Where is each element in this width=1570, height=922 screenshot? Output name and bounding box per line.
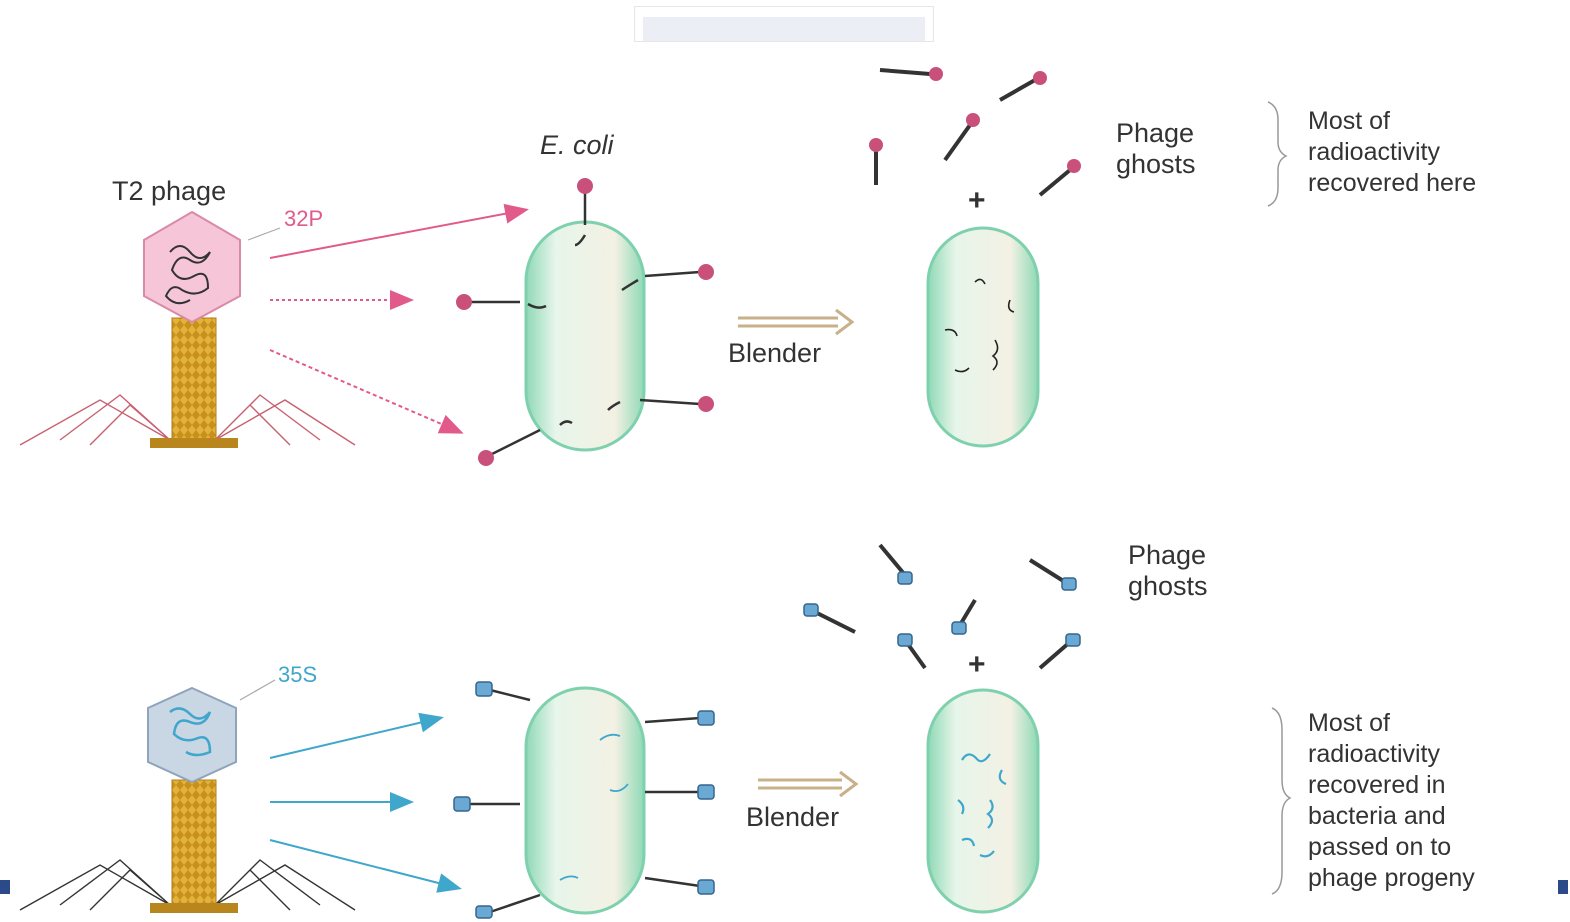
phage-baseplate-bottom	[150, 903, 238, 913]
ghosts-label-top: Phage ghosts	[1116, 118, 1196, 180]
arrow-bottom-1	[270, 718, 440, 758]
ecoli-infected-bottom	[454, 682, 714, 918]
ecoli-label: E. coli	[540, 130, 614, 161]
ghosts-label-top-line1: Phage	[1116, 118, 1196, 149]
note-bottom-line: radioactivity	[1308, 739, 1475, 770]
plus-top: +	[968, 184, 986, 218]
t2-phage-top	[20, 212, 355, 448]
note-bottom-line: Most of	[1308, 708, 1475, 739]
slide-corner-mark-right	[1558, 880, 1568, 894]
arrow-bottom-3	[270, 840, 458, 888]
ecoli-cell-after-bottom	[928, 690, 1038, 912]
phage-tail-top	[172, 318, 216, 440]
isotope-label-top: 32P	[284, 206, 323, 232]
blender-arrow-bottom	[758, 772, 856, 796]
note-bottom-line: bacteria and	[1308, 801, 1475, 832]
ghosts-label-top-line2: ghosts	[1116, 149, 1196, 180]
ghosts-label-bottom: Phage ghosts	[1128, 540, 1208, 602]
t2-phage-label: T2 phage	[112, 176, 226, 207]
note-bottom: Most of radioactivity recovered in bacte…	[1308, 708, 1475, 894]
ghosts-label-bottom-line1: Phage	[1128, 540, 1208, 571]
ecoli-after-bottom	[928, 690, 1038, 912]
phage-ghosts-top	[869, 67, 1081, 195]
arrow-top-3	[270, 350, 460, 432]
ecoli-cell-after-top	[928, 228, 1038, 446]
isotope-pointer-top	[248, 228, 280, 240]
ecoli-infected-top	[456, 178, 714, 466]
blender-label-bottom: Blender	[746, 802, 839, 833]
phage-baseplate-top	[150, 438, 238, 448]
phage-tail-bottom	[172, 780, 216, 905]
note-top: Most of radioactivity recovered here	[1308, 106, 1476, 199]
ghosts-label-bottom-line2: ghosts	[1128, 571, 1208, 602]
infection-arrows-top	[248, 210, 525, 432]
note-bottom-line: passed on to	[1308, 832, 1475, 863]
phage-head-bottom	[148, 688, 236, 782]
ecoli-cell-top	[526, 222, 644, 450]
infection-arrows-bottom	[240, 680, 458, 888]
note-top-line: recovered here	[1308, 168, 1476, 199]
plus-bottom: +	[968, 648, 986, 682]
note-bottom-line: recovered in	[1308, 770, 1475, 801]
ecoli-after-top	[928, 228, 1038, 446]
phage-ghosts-bottom	[804, 545, 1080, 668]
note-top-line: radioactivity	[1308, 137, 1476, 168]
blender-label-top: Blender	[728, 338, 821, 369]
note-bottom-line: phage progeny	[1308, 863, 1475, 894]
bracket-top	[1268, 102, 1286, 206]
blender-arrow-top	[738, 310, 852, 334]
slide-corner-mark-left	[0, 880, 10, 894]
bracket-bottom	[1272, 708, 1290, 894]
note-top-line: Most of	[1308, 106, 1476, 137]
isotope-label-bottom: 35S	[278, 662, 317, 688]
ecoli-cell-bottom	[526, 688, 644, 913]
t2-phage-bottom	[20, 688, 355, 913]
isotope-pointer-bottom	[240, 680, 275, 700]
phage-head-top	[144, 212, 240, 322]
